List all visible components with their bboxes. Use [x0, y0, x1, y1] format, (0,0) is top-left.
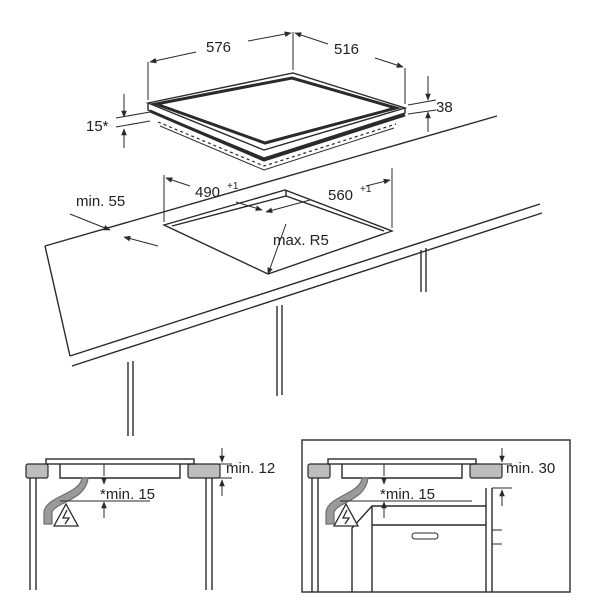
electric-hazard-icon — [52, 502, 80, 527]
worktop-cutout — [162, 189, 395, 275]
edge-min-label: min. 55 — [76, 193, 125, 210]
hob-height-label: 38 — [436, 99, 453, 116]
hob-depth-label: 516 — [334, 41, 359, 58]
electric-hazard-icon — [332, 502, 360, 527]
left-top-clearance-label: min. 12 — [226, 460, 275, 477]
corner-radius-callout: max. R5 — [267, 223, 329, 275]
cutout-depth-label: 490 — [195, 184, 220, 201]
dimension-hob-protrusion: 15* — [86, 94, 151, 148]
cutout-width-tolerance: +1 — [360, 184, 372, 195]
dimension-cutout-width: 560 +1 — [265, 168, 393, 228]
left-installation-detail: *min. 15 min. 12 — [25, 448, 275, 590]
dimension-hob-depth: 516 — [294, 32, 406, 104]
right-installation-detail: *min. 15 min. 30 — [301, 439, 571, 593]
hob-width-label: 576 — [206, 39, 231, 56]
hob-top-view — [145, 72, 408, 171]
worktop — [44, 115, 543, 436]
right-top-clearance-label: min. 30 — [506, 460, 555, 477]
right-under-clearance-label: *min. 15 — [380, 486, 435, 503]
dimension-hob-width: 576 — [147, 31, 294, 100]
cutout-depth-tolerance: +1 — [227, 181, 239, 192]
dimension-cutout-depth: 490 +1 — [163, 175, 263, 222]
cutout-width-label: 560 — [328, 187, 353, 204]
dimension-edge-min: min. 55 — [69, 193, 159, 247]
hob-protrusion-label: 15* — [86, 118, 109, 135]
corner-radius-label: max. R5 — [273, 232, 329, 249]
dimension-hob-height: 38 — [407, 76, 453, 132]
left-under-clearance-label: *min. 15 — [100, 486, 155, 503]
